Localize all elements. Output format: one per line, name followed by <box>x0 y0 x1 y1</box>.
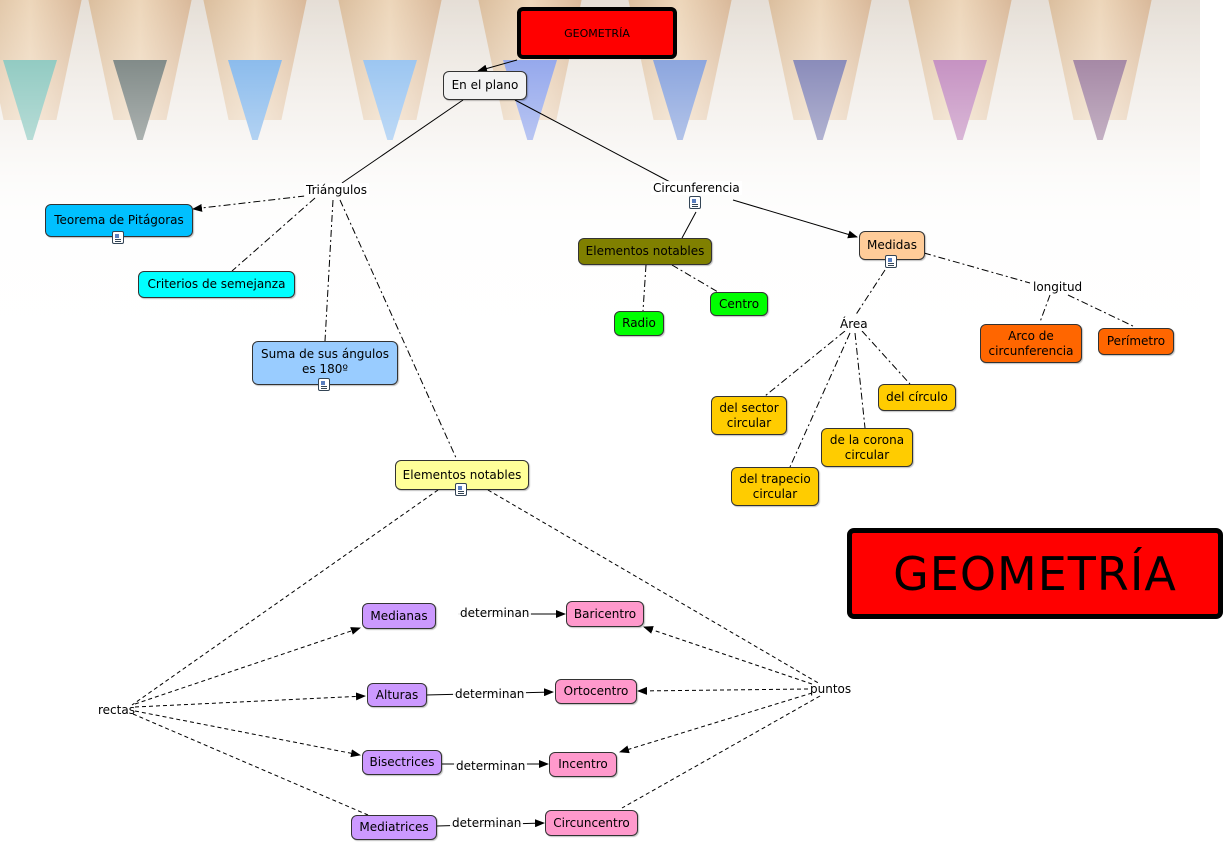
link-medidas-area <box>854 269 886 317</box>
colored-pencils-background <box>0 0 1200 500</box>
link-rectas-alturas <box>134 692 366 708</box>
node-centro[interactable]: Centro <box>710 292 768 316</box>
node-circuncentro[interactable]: Circuncentro <box>545 810 638 836</box>
link-label-determinan[interactable]: determinan <box>454 759 528 773</box>
node-triangulos[interactable]: Triángulos <box>304 183 369 197</box>
node-elementos-notables-circunferencia[interactable]: Elementos notables <box>578 238 712 265</box>
document-resource-icon[interactable] <box>318 378 330 391</box>
link-puntos-baricentro <box>643 626 813 685</box>
document-resource-icon[interactable] <box>885 255 897 268</box>
link-plano-triangulos <box>341 99 464 184</box>
node-bisectrices[interactable]: Bisectrices <box>362 750 442 775</box>
node-elementos-notables-triangulos[interactable]: Elementos notables <box>395 460 529 490</box>
node-baricentro[interactable]: Baricentro <box>566 601 644 627</box>
link-elem-puntos <box>487 489 821 685</box>
link-longitud-perimetro <box>1067 294 1136 328</box>
link-circ-elementos <box>681 211 697 239</box>
node-suma-angulos[interactable]: Suma de sus ángulos es 180º <box>252 341 398 385</box>
link-puntos-incentro <box>619 692 813 754</box>
link-elem-centro <box>671 264 719 293</box>
link-label-determinan[interactable]: determinan <box>450 816 524 830</box>
link-elem-radio <box>642 264 647 312</box>
link-tri-elementos <box>339 199 458 461</box>
link-medidas-longitud <box>923 252 1031 284</box>
link-rectas-bisectrices <box>134 710 361 758</box>
node-longitud[interactable]: longitud <box>1031 280 1085 294</box>
node-puntos[interactable]: puntos <box>810 682 852 696</box>
link-title-plano <box>477 59 518 73</box>
title-node[interactable]: GEOMETRÍA <box>517 7 677 59</box>
link-tri-pitagoras <box>192 195 306 212</box>
node-en-el-plano[interactable]: En el plano <box>443 71 527 100</box>
node-incentro[interactable]: Incentro <box>549 752 617 777</box>
node-rectas[interactable]: rectas <box>98 703 135 717</box>
node-alturas[interactable]: Alturas <box>367 683 427 707</box>
link-plano-circunferencia <box>514 99 671 183</box>
node-sector-circular[interactable]: del sector circular <box>711 396 787 435</box>
link-tri-criterios <box>231 197 316 272</box>
node-medianas[interactable]: Medianas <box>362 603 436 629</box>
node-perimetro[interactable]: Perímetro <box>1098 328 1174 355</box>
link-area-corona <box>854 332 866 429</box>
node-area[interactable]: Área <box>838 317 870 331</box>
link-puntos-circuncentro <box>621 695 821 809</box>
document-resource-icon[interactable] <box>455 483 467 496</box>
link-rectas-medianas <box>134 627 361 705</box>
node-circulo[interactable]: del círculo <box>878 384 956 411</box>
link-area-sector <box>764 330 846 397</box>
document-resource-icon[interactable] <box>112 231 124 244</box>
link-rectas-mediatrices <box>132 713 369 816</box>
link-puntos-ortocentro <box>637 686 809 695</box>
link-longitud-arco <box>1039 294 1051 323</box>
link-label-determinan[interactable]: determinan <box>458 606 532 620</box>
link-area-circulo <box>861 330 911 385</box>
node-criterios-semejanza[interactable]: Criterios de semejanza <box>138 271 295 298</box>
link-tri-suma <box>324 199 334 342</box>
document-resource-icon[interactable] <box>689 196 701 209</box>
node-circunferencia[interactable]: Circunferencia <box>651 181 742 195</box>
link-area-trapecio <box>789 332 851 468</box>
node-radio[interactable]: Radio <box>614 311 664 336</box>
node-mediatrices[interactable]: Mediatrices <box>351 815 437 840</box>
node-ortocentro[interactable]: Ortocentro <box>555 679 637 704</box>
link-elem-rectas <box>131 489 439 706</box>
big-title-text: GEOMETRÍA <box>893 546 1177 601</box>
link-circ-medidas <box>732 199 858 239</box>
link-label-determinan[interactable]: determinan <box>453 687 527 701</box>
node-corona-circular[interactable]: de la corona circular <box>821 428 913 467</box>
title-text: GEOMETRÍA <box>564 26 630 40</box>
node-arco-circunferencia[interactable]: Arco de circunferencia <box>980 324 1082 363</box>
big-title-box: GEOMETRÍA <box>847 528 1223 619</box>
node-trapecio-circular[interactable]: del trapecio circular <box>731 467 819 506</box>
